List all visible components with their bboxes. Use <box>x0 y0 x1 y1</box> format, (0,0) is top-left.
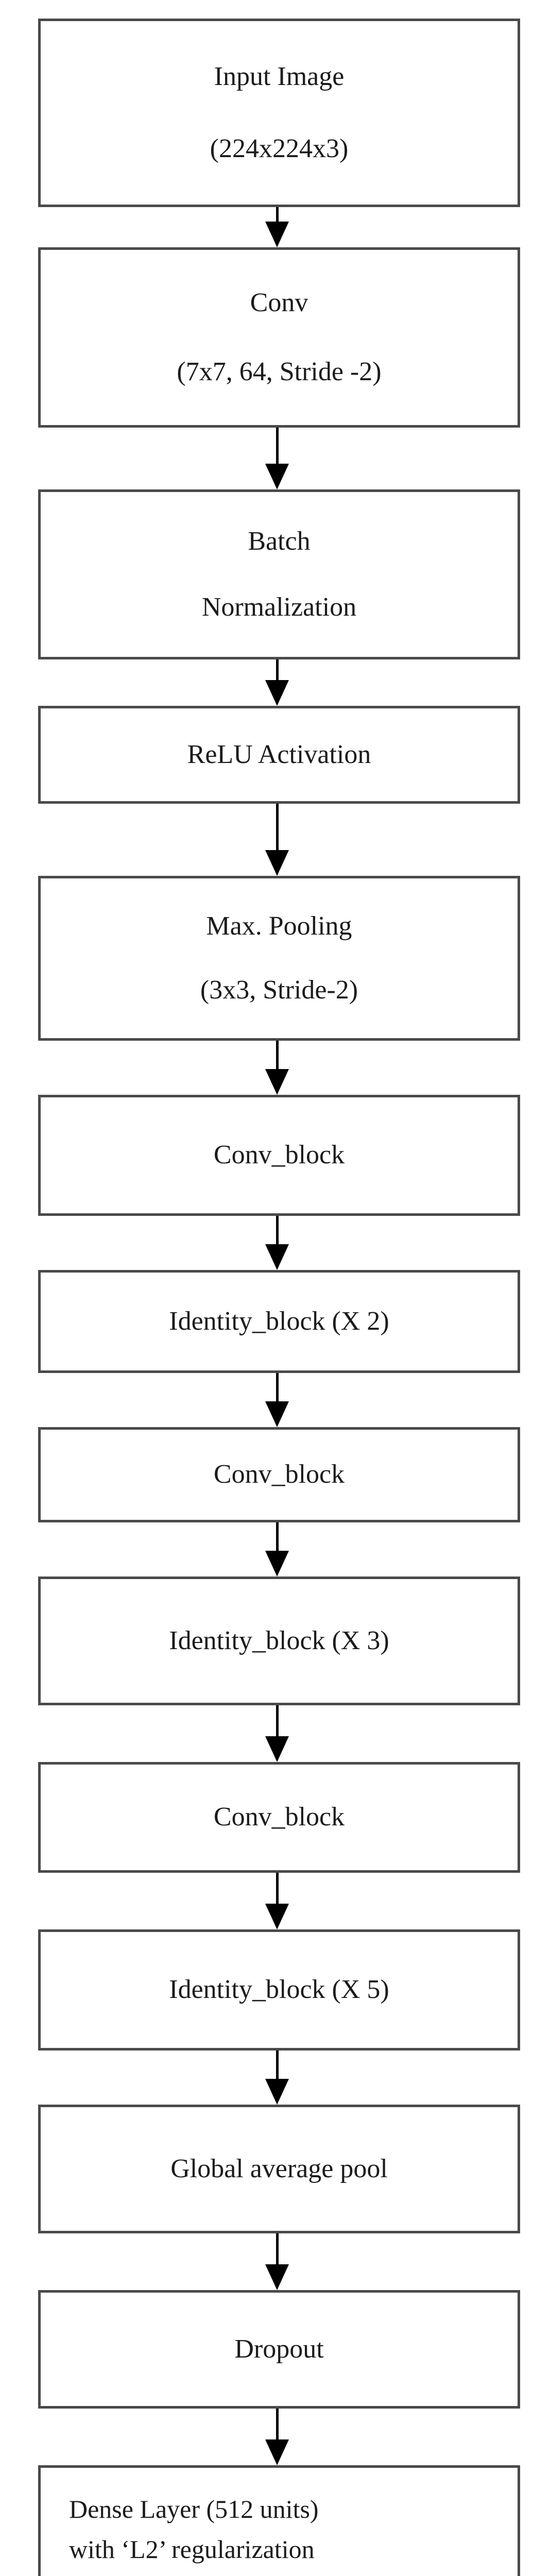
arrow-head <box>265 1736 289 1762</box>
arrow-head <box>265 222 289 247</box>
node-label: Input Image <box>214 62 345 92</box>
node-label: Conv <box>250 287 308 317</box>
node-label: Conv_block <box>213 1460 345 1489</box>
node-batch-normalization: Batch Normalization <box>38 489 520 659</box>
arrow-head <box>265 2079 289 2105</box>
arrow-head <box>265 1069 289 1095</box>
node-max-pooling: Max. Pooling (3x3, Stride-2) <box>38 876 520 1041</box>
node-label: Identity_block (X 3) <box>169 1625 389 1655</box>
arrow-head <box>265 1401 289 1427</box>
arrow-down-icon <box>265 1522 289 1577</box>
node-label: ReLU Activation <box>187 739 371 769</box>
node-conv-block-1: Conv_block <box>38 1095 520 1216</box>
node-sublabel: with ‘L2’ regularization <box>69 2534 315 2564</box>
arrow-head <box>265 2439 289 2465</box>
node-label: Conv_block <box>213 1140 345 1170</box>
arrow-head <box>265 2264 289 2290</box>
node-dense-layer: Dense Layer (512 units) with ‘L2’ regula… <box>38 2465 520 2576</box>
arrow-down-icon <box>265 2050 289 2105</box>
arrow-stem <box>276 2409 279 2439</box>
arrow-head <box>265 850 289 876</box>
arrow-down-icon <box>265 2233 289 2290</box>
node-global-average-pool: Global average pool <box>38 2105 520 2233</box>
arrow-down-icon <box>265 1705 289 1762</box>
node-conv-block-3: Conv_block <box>38 1762 520 1873</box>
node-sublabel: Normalization <box>201 592 357 622</box>
node-label: Max. Pooling <box>206 911 352 941</box>
arrow-head <box>265 1551 289 1577</box>
arrow-down-icon <box>265 1216 289 1270</box>
node-identity-block-2: Identity_block (X 3) <box>38 1577 520 1705</box>
node-label: Global average pool <box>170 2154 388 2183</box>
arrow-stem <box>276 1373 279 1401</box>
node-identity-block-3: Identity_block (X 5) <box>38 1929 520 2050</box>
node-label: Dropout <box>234 2334 324 2364</box>
arrow-stem <box>276 2050 279 2079</box>
node-relu-activation: ReLU Activation <box>38 706 520 804</box>
arrow-stem <box>276 1216 279 1244</box>
arrow-down-icon <box>265 207 289 247</box>
node-sublabel: (7x7, 64, Stride -2) <box>177 357 382 386</box>
node-label: Identity_block (X 5) <box>169 1975 389 2005</box>
arrow-stem <box>276 1041 279 1069</box>
arrow-stem <box>276 428 279 464</box>
node-dropout: Dropout <box>38 2290 520 2409</box>
arrow-down-icon <box>265 804 289 876</box>
arrow-stem <box>276 804 279 850</box>
node-conv: Conv (7x7, 64, Stride -2) <box>38 247 520 428</box>
arrow-down-icon <box>265 1373 289 1427</box>
node-conv-block-2: Conv_block <box>38 1427 520 1522</box>
node-label: Conv_block <box>213 1802 345 1832</box>
arrow-stem <box>276 1873 279 1904</box>
node-input-image: Input Image (224x224x3) <box>38 19 520 207</box>
arrow-stem <box>276 659 279 680</box>
node-label: Identity_block (X 2) <box>169 1306 389 1336</box>
node-label: Dense Layer (512 units) <box>69 2495 319 2523</box>
arrow-down-icon <box>265 2409 289 2465</box>
arrow-stem <box>276 2233 279 2264</box>
node-label: Batch <box>248 527 311 556</box>
arrow-down-icon <box>265 1041 289 1095</box>
arrow-down-icon <box>265 1873 289 1929</box>
arrow-head <box>265 1904 289 1929</box>
arrow-stem <box>276 1705 279 1736</box>
arrow-down-icon <box>265 428 289 489</box>
arrow-head <box>265 1244 289 1270</box>
arrow-down-icon <box>265 659 289 706</box>
node-identity-block-1: Identity_block (X 2) <box>38 1270 520 1373</box>
node-sublabel: (3x3, Stride-2) <box>200 975 358 1005</box>
arrow-stem <box>276 1522 279 1551</box>
arrow-head <box>265 680 289 706</box>
arrow-stem <box>276 207 279 222</box>
arrow-head <box>265 464 289 489</box>
node-sublabel: (224x224x3) <box>210 133 349 163</box>
